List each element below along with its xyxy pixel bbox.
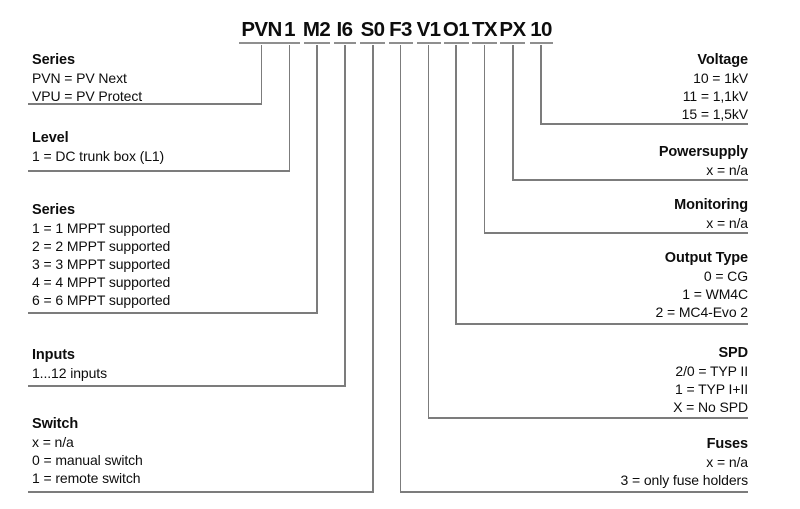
legend-row: 2 = MC4-Evo 2 bbox=[655, 304, 749, 320]
legend-row: 1 = WM4C bbox=[682, 286, 748, 302]
legend-row: PVN = PV Next bbox=[32, 70, 127, 86]
legend-series-header: Series bbox=[32, 52, 75, 68]
legend-powersupply: Powersupply x = n/a bbox=[659, 143, 748, 179]
legend-row: VPU = PV Protect bbox=[32, 88, 143, 104]
legend-powersupply-header: Powersupply bbox=[658, 144, 748, 160]
legend-fuses-header: Fuses bbox=[706, 436, 749, 452]
legend-row: x = n/a bbox=[706, 162, 748, 178]
legend-switch: Switch x = n/a 0 = manual switch 1 = rem… bbox=[32, 415, 143, 487]
legend-spd-header: SPD bbox=[718, 345, 748, 361]
code-token-inputs: I6 bbox=[333, 19, 356, 44]
underline-level bbox=[28, 170, 290, 172]
legend-row: 1 = 1 MPPT supported bbox=[32, 220, 171, 236]
underline-switch bbox=[28, 491, 374, 493]
legend-row: 1...12 inputs bbox=[32, 365, 107, 381]
legend-row: x = n/a bbox=[32, 434, 74, 450]
legend-switch-header: Switch bbox=[32, 416, 79, 432]
legend-row: 1 = DC trunk box (L1) bbox=[32, 148, 165, 164]
legend-voltage-header: Voltage bbox=[697, 52, 748, 68]
legend-monitoring-header: Monitoring bbox=[674, 197, 748, 213]
code-token-series: PVN bbox=[238, 19, 285, 44]
legend-mppt-header: Series bbox=[32, 202, 75, 218]
legend-monitoring: Monitoring x = n/a bbox=[674, 196, 748, 232]
legend-row: 0 = manual switch bbox=[32, 452, 143, 468]
connector-level-vertical bbox=[288, 45, 291, 170]
underline-fuses bbox=[399, 491, 748, 493]
legend-inputs-header: Inputs bbox=[32, 347, 75, 363]
legend-row: 1 = TYP I+II bbox=[675, 381, 748, 397]
connector-inputs-vertical bbox=[344, 45, 346, 385]
legend-row: 3 = 3 MPPT supported bbox=[32, 256, 171, 272]
code-token-level: 1 bbox=[279, 19, 300, 44]
underline-series-left bbox=[28, 103, 262, 105]
connector-series-vertical bbox=[260, 45, 263, 103]
connector-powersupply-vertical bbox=[512, 45, 514, 179]
underline-output bbox=[455, 323, 748, 325]
legend-row: 2/0 = TYP II bbox=[675, 363, 748, 379]
underline-voltage bbox=[540, 123, 748, 125]
underline-inputs bbox=[28, 385, 346, 387]
code-token-monitoring: TX bbox=[472, 19, 498, 44]
legend-series: Series PVN = PV Next VPU = PV Protect bbox=[32, 51, 142, 105]
code-token-switch: S0 bbox=[360, 19, 385, 44]
underline-mppt bbox=[28, 312, 318, 314]
legend-level-header: Level bbox=[32, 130, 69, 146]
code-token-mppt: M2 bbox=[303, 19, 331, 44]
legend-spd: SPD 2/0 = TYP II 1 = TYP I+II X = No SPD bbox=[673, 344, 748, 416]
legend-row: x = n/a bbox=[706, 454, 748, 470]
legend-level: Level 1 = DC trunk box (L1) bbox=[32, 129, 164, 165]
code-token-spd: V1 bbox=[416, 19, 441, 44]
legend-output-type-header: Output Type bbox=[664, 250, 748, 266]
legend-row: 1 = remote switch bbox=[32, 470, 141, 486]
connector-switch-vertical bbox=[372, 45, 374, 491]
connector-monitoring-vertical bbox=[483, 45, 486, 232]
legend-inputs: Inputs 1...12 inputs bbox=[32, 346, 107, 382]
connector-spd-vertical bbox=[427, 45, 430, 417]
legend-row: 3 = only fuse holders bbox=[620, 472, 749, 488]
underline-spd bbox=[427, 417, 748, 419]
legend-row: x = n/a bbox=[706, 215, 748, 231]
legend-output-type: Output Type 0 = CG 1 = WM4C 2 = MC4-Evo … bbox=[655, 249, 749, 321]
underline-monitoring bbox=[483, 232, 748, 234]
legend-row: 6 = 6 MPPT supported bbox=[32, 292, 171, 308]
connector-fuses-vertical bbox=[399, 45, 402, 491]
code-token-fuses: F3 bbox=[388, 19, 413, 44]
legend-row: 0 = CG bbox=[703, 268, 748, 284]
legend-voltage: Voltage 10 = 1kV 11 = 1,1kV 15 = 1,5kV bbox=[682, 51, 748, 123]
legend-row: X = No SPD bbox=[673, 399, 748, 415]
code-token-voltage: 10 bbox=[529, 19, 553, 44]
legend-fuses: Fuses x = n/a 3 = only fuse holders bbox=[620, 435, 749, 489]
legend-row: 11 = 1,1kV bbox=[682, 88, 748, 104]
legend-mppt-series: Series 1 = 1 MPPT supported 2 = 2 MPPT s… bbox=[32, 201, 170, 309]
connector-voltage-vertical bbox=[540, 45, 542, 123]
code-token-output: O1 bbox=[443, 19, 470, 44]
connector-output-vertical bbox=[455, 45, 457, 323]
legend-row: 4 = 4 MPPT supported bbox=[32, 274, 171, 290]
legend-row: 15 = 1,5kV bbox=[681, 106, 748, 122]
code-token-powersupply: PX bbox=[499, 19, 526, 44]
underline-powersupply bbox=[512, 179, 748, 181]
legend-row: 2 = 2 MPPT supported bbox=[32, 238, 171, 254]
legend-row: 10 = 1kV bbox=[693, 70, 748, 86]
connector-mppt-vertical bbox=[316, 45, 318, 312]
